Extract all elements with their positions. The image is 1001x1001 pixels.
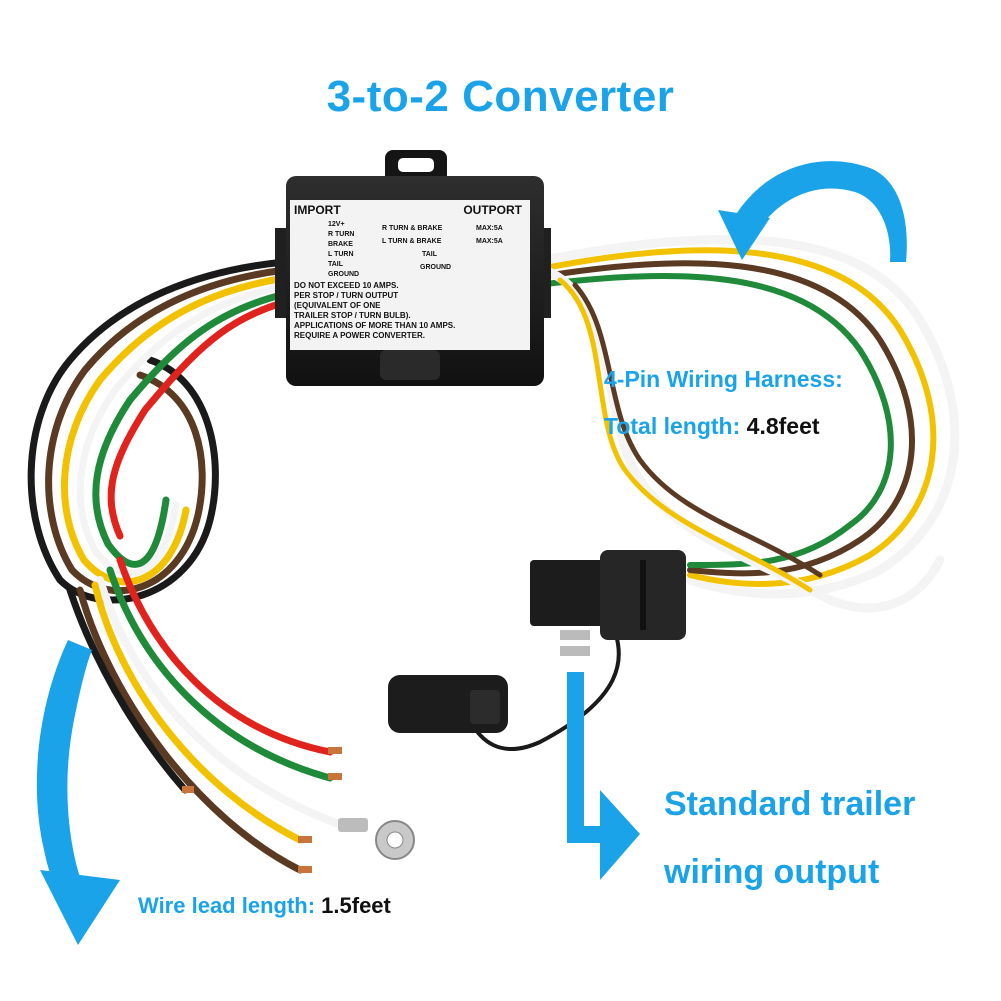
arrow-icon [36,640,120,945]
wire-terminals [182,747,415,873]
outport-heading: OUTPORT [463,203,522,217]
arrow-icon [718,161,907,262]
output-label: L TURN & BRAKE [382,238,442,245]
four-pin-connector [388,550,686,751]
converter-box [275,150,551,386]
output-label-line1: Standard trailer [664,785,916,823]
notice-line: (EQUIVALENT OF ONE [294,301,381,310]
lead-length-label: Wire lead length: [138,893,322,918]
harness-length: Total length: 4.8feet [604,413,820,440]
input-label: GROUND [328,271,360,278]
import-heading: IMPORT [294,203,341,217]
harness-label: 4-Pin Wiring Harness: [604,366,843,392]
input-wire-leads [66,556,354,874]
input-label: TAIL [328,261,344,268]
arrow-icon [567,672,640,880]
notice-line: DO NOT EXCEED 10 AMPS. [294,281,399,290]
notice-line: REQUIRE A POWER CONVERTER. [294,331,425,340]
lead-length: Wire lead length: 1.5feet [138,893,391,919]
input-label: L TURN [328,251,354,258]
input-label: 12V+ [328,221,345,228]
notice-line: TRAILER STOP / TURN BULB). [294,311,411,320]
harness-length-value: 4.8feet [746,413,820,439]
page-title: 3-to-2 Converter [326,72,675,121]
harness-length-label: Total length: [604,413,747,439]
converter-label: IMPORT OUTPORT 12V+ R TURN BRAKE L TURN … [292,203,526,347]
lead-length-value: 1.5feet [321,893,391,918]
output-label: TAIL [422,251,438,258]
input-label: R TURN [328,231,355,238]
notice-line: PER STOP / TURN OUTPUT [294,291,399,300]
amperage-notice: DO NOT EXCEED 10 AMPS. PER STOP / TURN O… [294,281,526,341]
input-label: BRAKE [328,241,353,248]
output-wire-harness [540,234,960,613]
notice-line: APPLICATIONS OF MORE THAN 10 AMPS. [294,321,456,330]
max-rating: MAX:5A [476,225,503,232]
output-label: R TURN & BRAKE [382,225,443,232]
output-label: GROUND [420,264,452,271]
max-rating: MAX:5A [476,238,503,245]
input-wire-loop [27,258,289,604]
output-label-line2: wiring output [664,853,880,891]
